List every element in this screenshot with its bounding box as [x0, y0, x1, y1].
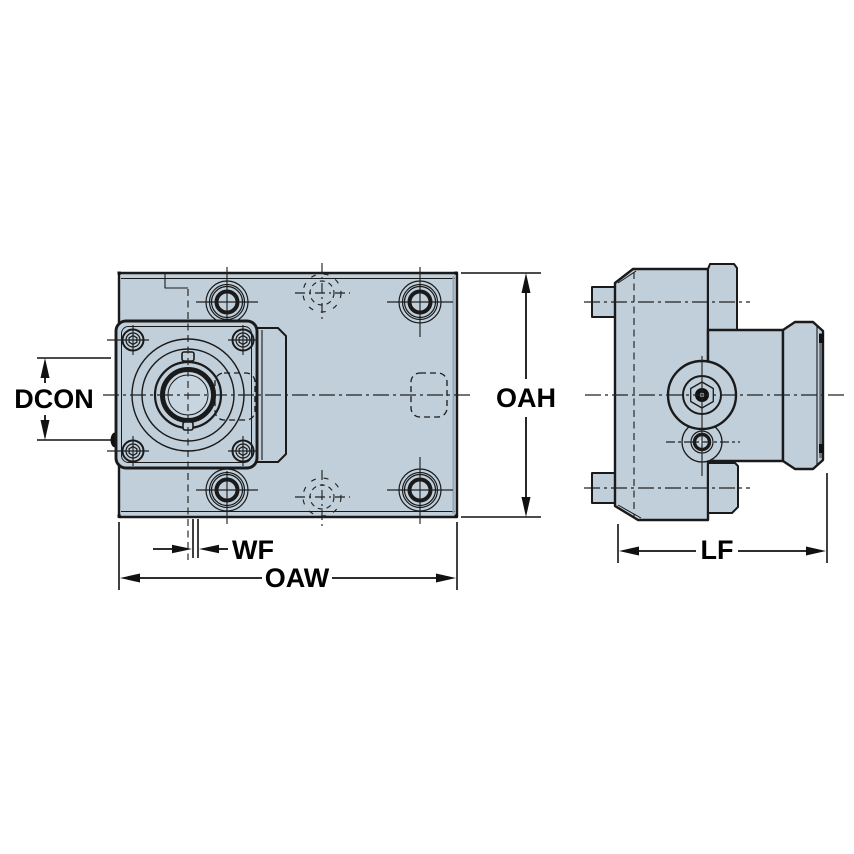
torx-screw	[228, 325, 258, 355]
bolt-hole	[387, 457, 453, 524]
dim-label-dcon: DCON	[14, 384, 94, 414]
bolt-hole	[196, 267, 258, 324]
dimension-wf: WF	[153, 519, 274, 565]
torx-screw	[107, 325, 149, 355]
slide-step-line	[164, 274, 188, 289]
side-protrusion-top	[707, 263, 738, 331]
bolt-hole	[196, 468, 258, 524]
dimension-oah: OAH	[461, 272, 556, 518]
hidden-hole-target-bottom	[295, 470, 350, 527]
dimension-oaw: OAW	[118, 522, 458, 593]
torx-screw	[107, 436, 149, 466]
dim-label-oaw: OAW	[265, 563, 330, 593]
plate-bolt-holes	[196, 267, 453, 524]
dimension-dcon: DCON	[14, 357, 111, 441]
torx-screw	[228, 436, 258, 466]
hidden-hole-target-top	[295, 263, 350, 320]
dim-label-lf: LF	[701, 535, 734, 565]
bolt-hole	[387, 267, 453, 337]
hidden-pocket-left	[214, 372, 256, 421]
front-view	[103, 263, 470, 560]
flange-screws	[107, 325, 258, 466]
dim-label-wf: WF	[232, 535, 274, 565]
side-view	[584, 263, 846, 522]
dim-label-oah: OAH	[496, 383, 556, 413]
dimension-lf: LF	[617, 473, 828, 565]
